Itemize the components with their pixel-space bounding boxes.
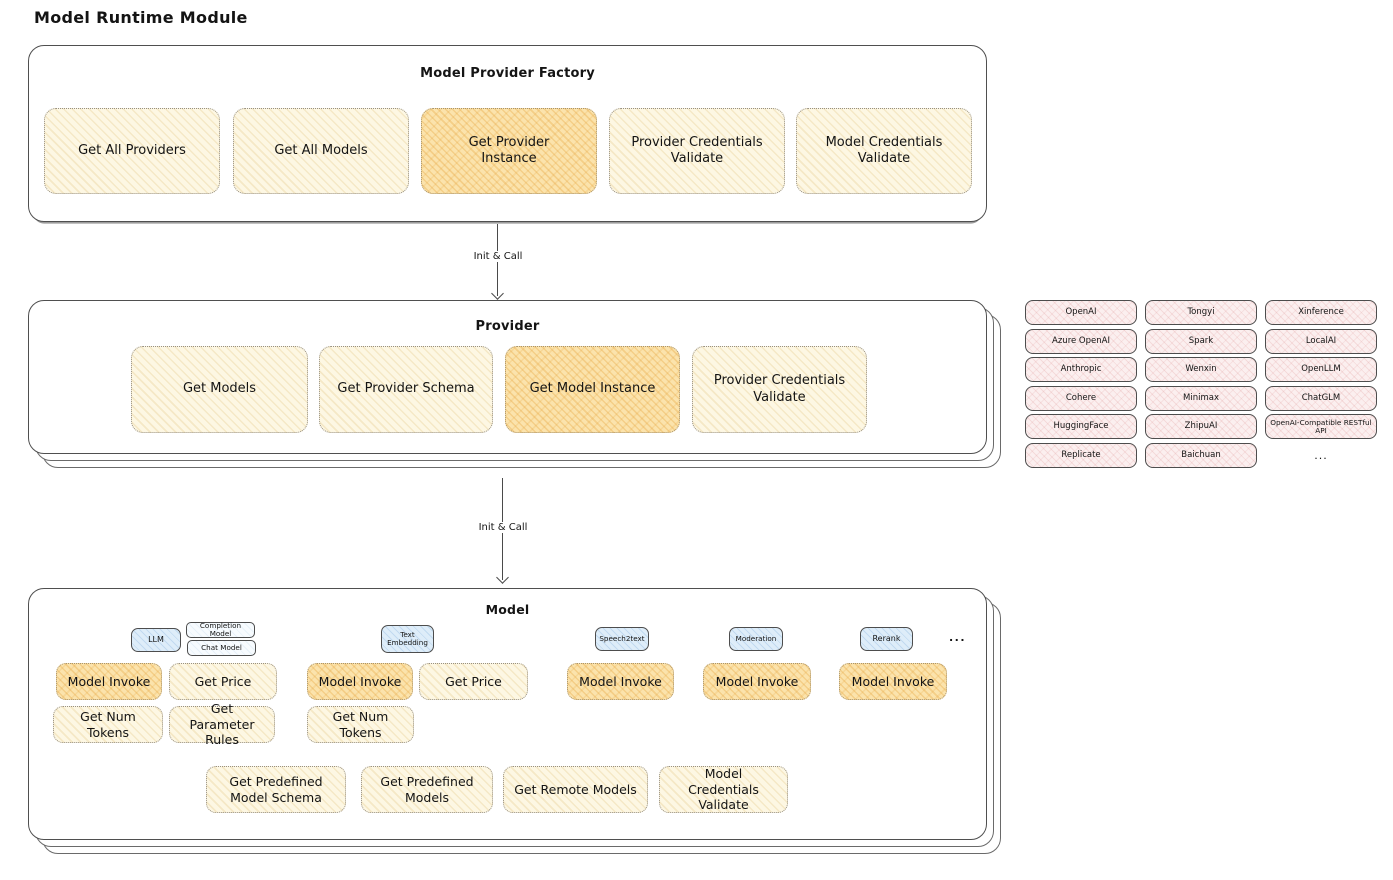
provider-item-minimax: Minimax [1145, 385, 1257, 411]
model-type-tag-moderation: Moderation [729, 627, 783, 651]
provider-item-anthropic: Anthropic [1025, 357, 1137, 383]
model-function-get-price-llm: Get Price [169, 663, 277, 700]
provider-list-more: ... [1314, 448, 1328, 462]
provider-item-huggingface: HuggingFace [1025, 414, 1137, 440]
provider-item-azure-openai: Azure OpenAI [1025, 328, 1137, 354]
model-function-model-invoke-text-embedding: Model Invoke [307, 663, 413, 700]
model-function-get-predefined-model-schema: Get Predefined Model Schema [206, 766, 346, 813]
model-function-get-price-text-embedding: Get Price [419, 663, 528, 700]
provider-item-chatglm: ChatGLM [1265, 385, 1377, 411]
provider-item-zhipuai: ZhipuAI [1145, 414, 1257, 440]
factory-function-get-all-models: Get All Models [233, 108, 409, 194]
provider-function-get-provider-schema: Get Provider Schema [319, 346, 493, 433]
arrow-factory-to-provider-label: Init & Call [469, 251, 527, 262]
provider-item-openllm: OpenLLM [1265, 357, 1377, 383]
model-function-model-invoke-moderation: Model Invoke [703, 663, 811, 700]
provider-title: Provider [475, 319, 540, 334]
provider-list: OpenAI Tongyi Xinference Azure OpenAI Sp… [1025, 300, 1377, 468]
model-function-get-remote-models: Get Remote Models [503, 766, 648, 813]
provider-item-localai: LocalAI [1265, 328, 1377, 354]
arrow-provider-to-model-label: Init & Call [474, 522, 532, 533]
provider-item-cohere: Cohere [1025, 385, 1137, 411]
factory-function-get-all-providers: Get All Providers [44, 108, 220, 194]
model-types-more: ... [949, 631, 967, 644]
provider-function-provider-credentials-validate: Provider Credentials Validate [692, 346, 867, 433]
provider-item-baichuan: Baichuan [1145, 442, 1257, 468]
provider-item-xinference: Xinference [1265, 300, 1377, 325]
model-type-tag-chat-model: Chat Model [187, 640, 256, 656]
provider-function-get-model-instance: Get Model Instance [505, 346, 680, 433]
model-function-get-num-tokens-text-embedding: Get Num Tokens [307, 706, 414, 743]
provider-item-wenxin: Wenxin [1145, 357, 1257, 383]
provider-item-replicate: Replicate [1025, 442, 1137, 468]
model-function-model-invoke-llm: Model Invoke [56, 663, 162, 700]
factory-function-get-provider-instance: Get Provider Instance [421, 108, 597, 194]
model-function-model-invoke-rerank: Model Invoke [839, 663, 947, 700]
factory-function-provider-credentials-validate: Provider Credentials Validate [609, 108, 785, 194]
provider-item-openai-compatible-restful-api: OpenAI-Compatible RESTful API [1265, 414, 1377, 440]
model-type-tag-speech2text: Speech2text [595, 627, 649, 651]
factory-function-model-credentials-validate: Model Credentials Validate [796, 108, 972, 194]
provider-item-openai: OpenAI [1025, 300, 1137, 325]
provider-item-spark: Spark [1145, 328, 1257, 354]
model-function-get-predefined-models: Get Predefined Models [361, 766, 493, 813]
factory-title: Model Provider Factory [420, 66, 595, 81]
factory-section: Model Provider Factory Get All Providers… [28, 45, 987, 222]
provider-item-tongyi: Tongyi [1145, 300, 1257, 325]
model-title: Model [485, 602, 530, 617]
provider-section: Provider Get Models Get Provider Schema … [28, 300, 987, 454]
model-function-model-credentials-validate: Model Credentials Validate [659, 766, 788, 813]
model-type-tag-llm: LLM [131, 628, 181, 652]
provider-function-get-models: Get Models [131, 346, 308, 433]
page-title: Model Runtime Module [34, 8, 248, 27]
model-type-tag-completion-model: Completion Model [186, 622, 255, 638]
model-section: Model LLM Completion Model Chat Model Te… [28, 588, 987, 840]
model-function-get-parameter-rules: Get Parameter Rules [169, 701, 275, 747]
model-function-model-invoke-speech2text: Model Invoke [567, 663, 674, 700]
model-type-tag-text-embedding: Text Embedding [381, 625, 434, 653]
model-function-get-num-tokens-llm: Get Num Tokens [53, 706, 163, 743]
model-type-tag-rerank: Rerank [860, 627, 913, 651]
